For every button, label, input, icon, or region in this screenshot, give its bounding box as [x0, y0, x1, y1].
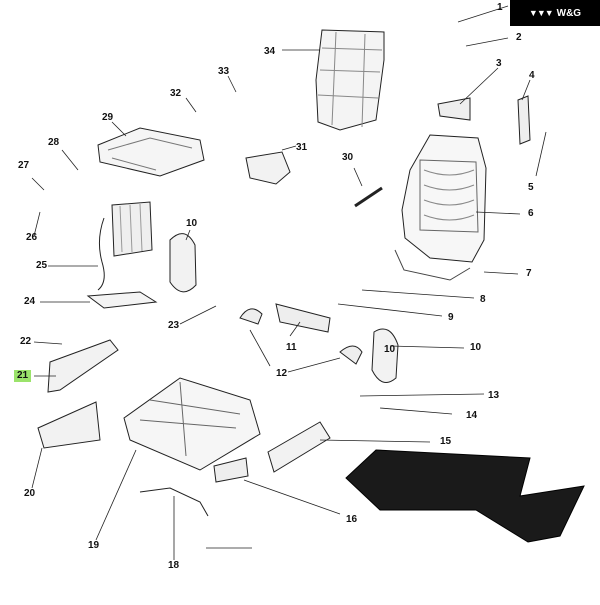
cover-part — [213, 457, 249, 483]
callout-23[interactable]: 23 — [168, 320, 180, 331]
callout-19[interactable]: 19 — [88, 540, 100, 551]
callout-3[interactable]: 3 — [496, 58, 502, 69]
brand-logo: ▼▼▼ W&G — [510, 0, 600, 26]
callout-33[interactable]: 33 — [218, 66, 230, 77]
callout-30[interactable]: 30 — [342, 152, 354, 163]
seat-shield-part — [345, 449, 585, 543]
callout-18[interactable]: 18 — [168, 560, 180, 571]
callout-34[interactable]: 34 — [264, 46, 276, 57]
callout-13[interactable]: 13 — [488, 390, 500, 401]
cushion-heater-part — [111, 201, 153, 257]
side-shield-outer-part — [37, 401, 101, 449]
bolster-pad-part — [169, 233, 197, 293]
clip-part — [339, 345, 363, 365]
callout-8[interactable]: 8 — [480, 294, 486, 305]
callout-4[interactable]: 4 — [529, 70, 535, 81]
wire-part — [139, 487, 209, 517]
callout-28[interactable]: 28 — [48, 137, 60, 148]
callout-32[interactable]: 32 — [170, 88, 182, 99]
hinge-bracket-part — [437, 97, 471, 121]
callout-16[interactable]: 16 — [346, 514, 358, 525]
front-trim-part — [275, 303, 331, 333]
seat-cushion-pan-part — [97, 127, 205, 177]
callout-10[interactable]: 10 — [470, 342, 482, 353]
callout-22[interactable]: 22 — [20, 336, 32, 347]
seat-back-cover-part — [315, 29, 385, 131]
callout-7[interactable]: 7 — [526, 268, 532, 279]
brand-text: W&G — [556, 7, 582, 19]
callout-31[interactable]: 31 — [296, 142, 308, 153]
callout-21[interactable]: 21 — [14, 370, 32, 382]
callout-5[interactable]: 5 — [528, 182, 534, 193]
outer-trim-part — [267, 421, 331, 473]
bolster-pad-part — [371, 328, 399, 383]
callout-29[interactable]: 29 — [102, 112, 114, 123]
wire-harness-part — [86, 217, 158, 309]
seat-track-part — [123, 377, 261, 471]
clip-part — [239, 308, 263, 325]
callout-10[interactable]: 10 — [186, 218, 198, 229]
callout-12[interactable]: 12 — [276, 368, 288, 379]
callout-11[interactable]: 11 — [286, 342, 297, 353]
callout-9[interactable]: 9 — [448, 312, 454, 323]
side-shield-inner-part — [47, 339, 119, 393]
callout-14[interactable]: 14 — [466, 410, 478, 421]
recliner-handle-part — [354, 186, 383, 208]
seat-back-frame-part — [394, 134, 487, 281]
callout-24[interactable]: 24 — [24, 296, 36, 307]
hinge-bracket-part — [517, 95, 531, 145]
callout-2[interactable]: 2 — [516, 32, 522, 43]
callout-6[interactable]: 6 — [528, 208, 534, 219]
callout-1[interactable]: 1 — [497, 2, 503, 13]
callout-20[interactable]: 20 — [24, 488, 36, 499]
wg-wings-icon: ▼▼▼ — [528, 8, 554, 18]
callout-27[interactable]: 27 — [18, 160, 30, 171]
callout-25[interactable]: 25 — [36, 260, 48, 271]
callout-26[interactable]: 26 — [26, 232, 38, 243]
bracket-part — [245, 151, 291, 185]
callout-15[interactable]: 15 — [440, 436, 452, 447]
callout-10[interactable]: 10 — [384, 344, 396, 355]
